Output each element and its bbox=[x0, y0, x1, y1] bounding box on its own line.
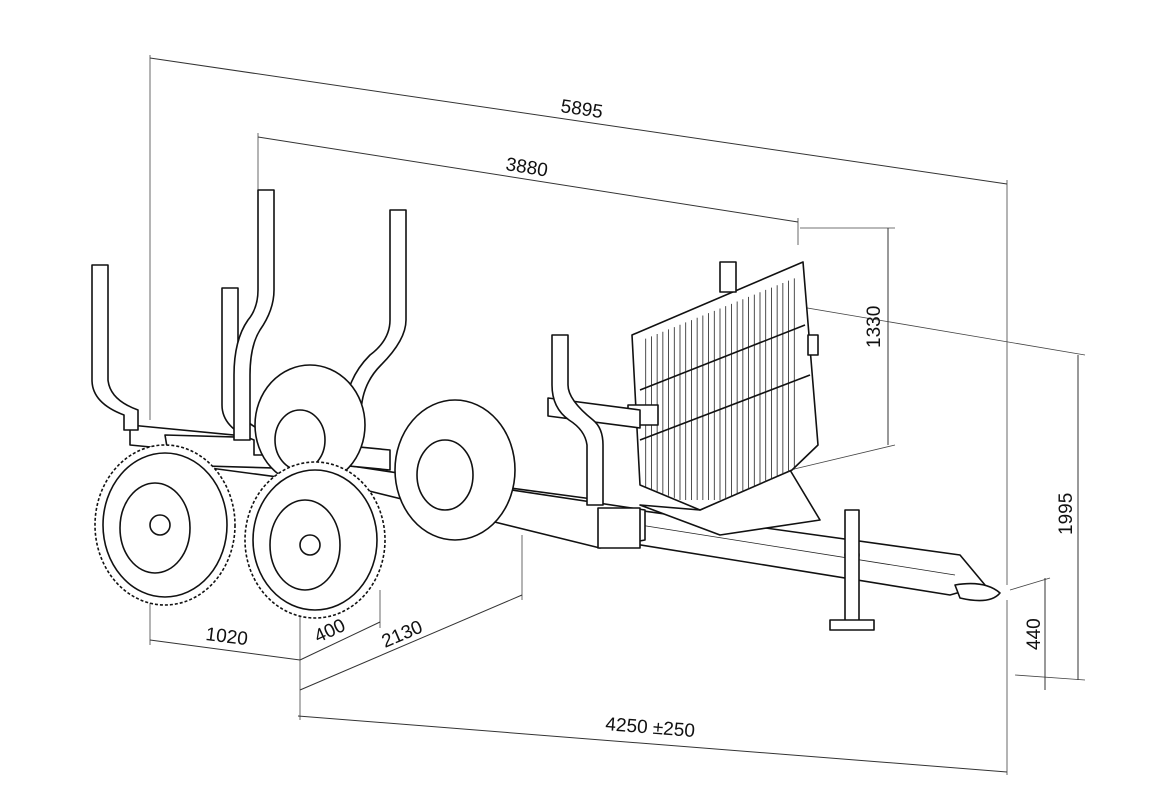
grid-crossbar bbox=[639, 324, 806, 391]
wheel-front-left bbox=[94, 444, 236, 606]
dim-hitch-height: 440 bbox=[1024, 618, 1045, 650]
wheel-front-right bbox=[244, 461, 386, 619]
wheel-rear-left bbox=[254, 364, 366, 486]
dim-width: 2130 bbox=[379, 617, 426, 653]
extension-lines bbox=[149, 55, 1086, 775]
headboard-grid bbox=[639, 278, 811, 500]
wheel-rear-right bbox=[394, 399, 516, 541]
dim-drawbar-length: 4250 ±250 bbox=[605, 714, 696, 742]
dim-wheel-spacing: 1020 bbox=[204, 624, 249, 650]
trailer-illustration bbox=[91, 189, 1001, 631]
dim-headboard-height: 1330 bbox=[864, 306, 885, 348]
dim-bed-length: 3880 bbox=[504, 154, 549, 181]
dim-axle-offset: 400 bbox=[311, 615, 349, 647]
grid-crossbar bbox=[639, 374, 811, 441]
dimension-lines bbox=[149, 57, 1079, 773]
dim-overall-height: 1995 bbox=[1056, 493, 1077, 535]
